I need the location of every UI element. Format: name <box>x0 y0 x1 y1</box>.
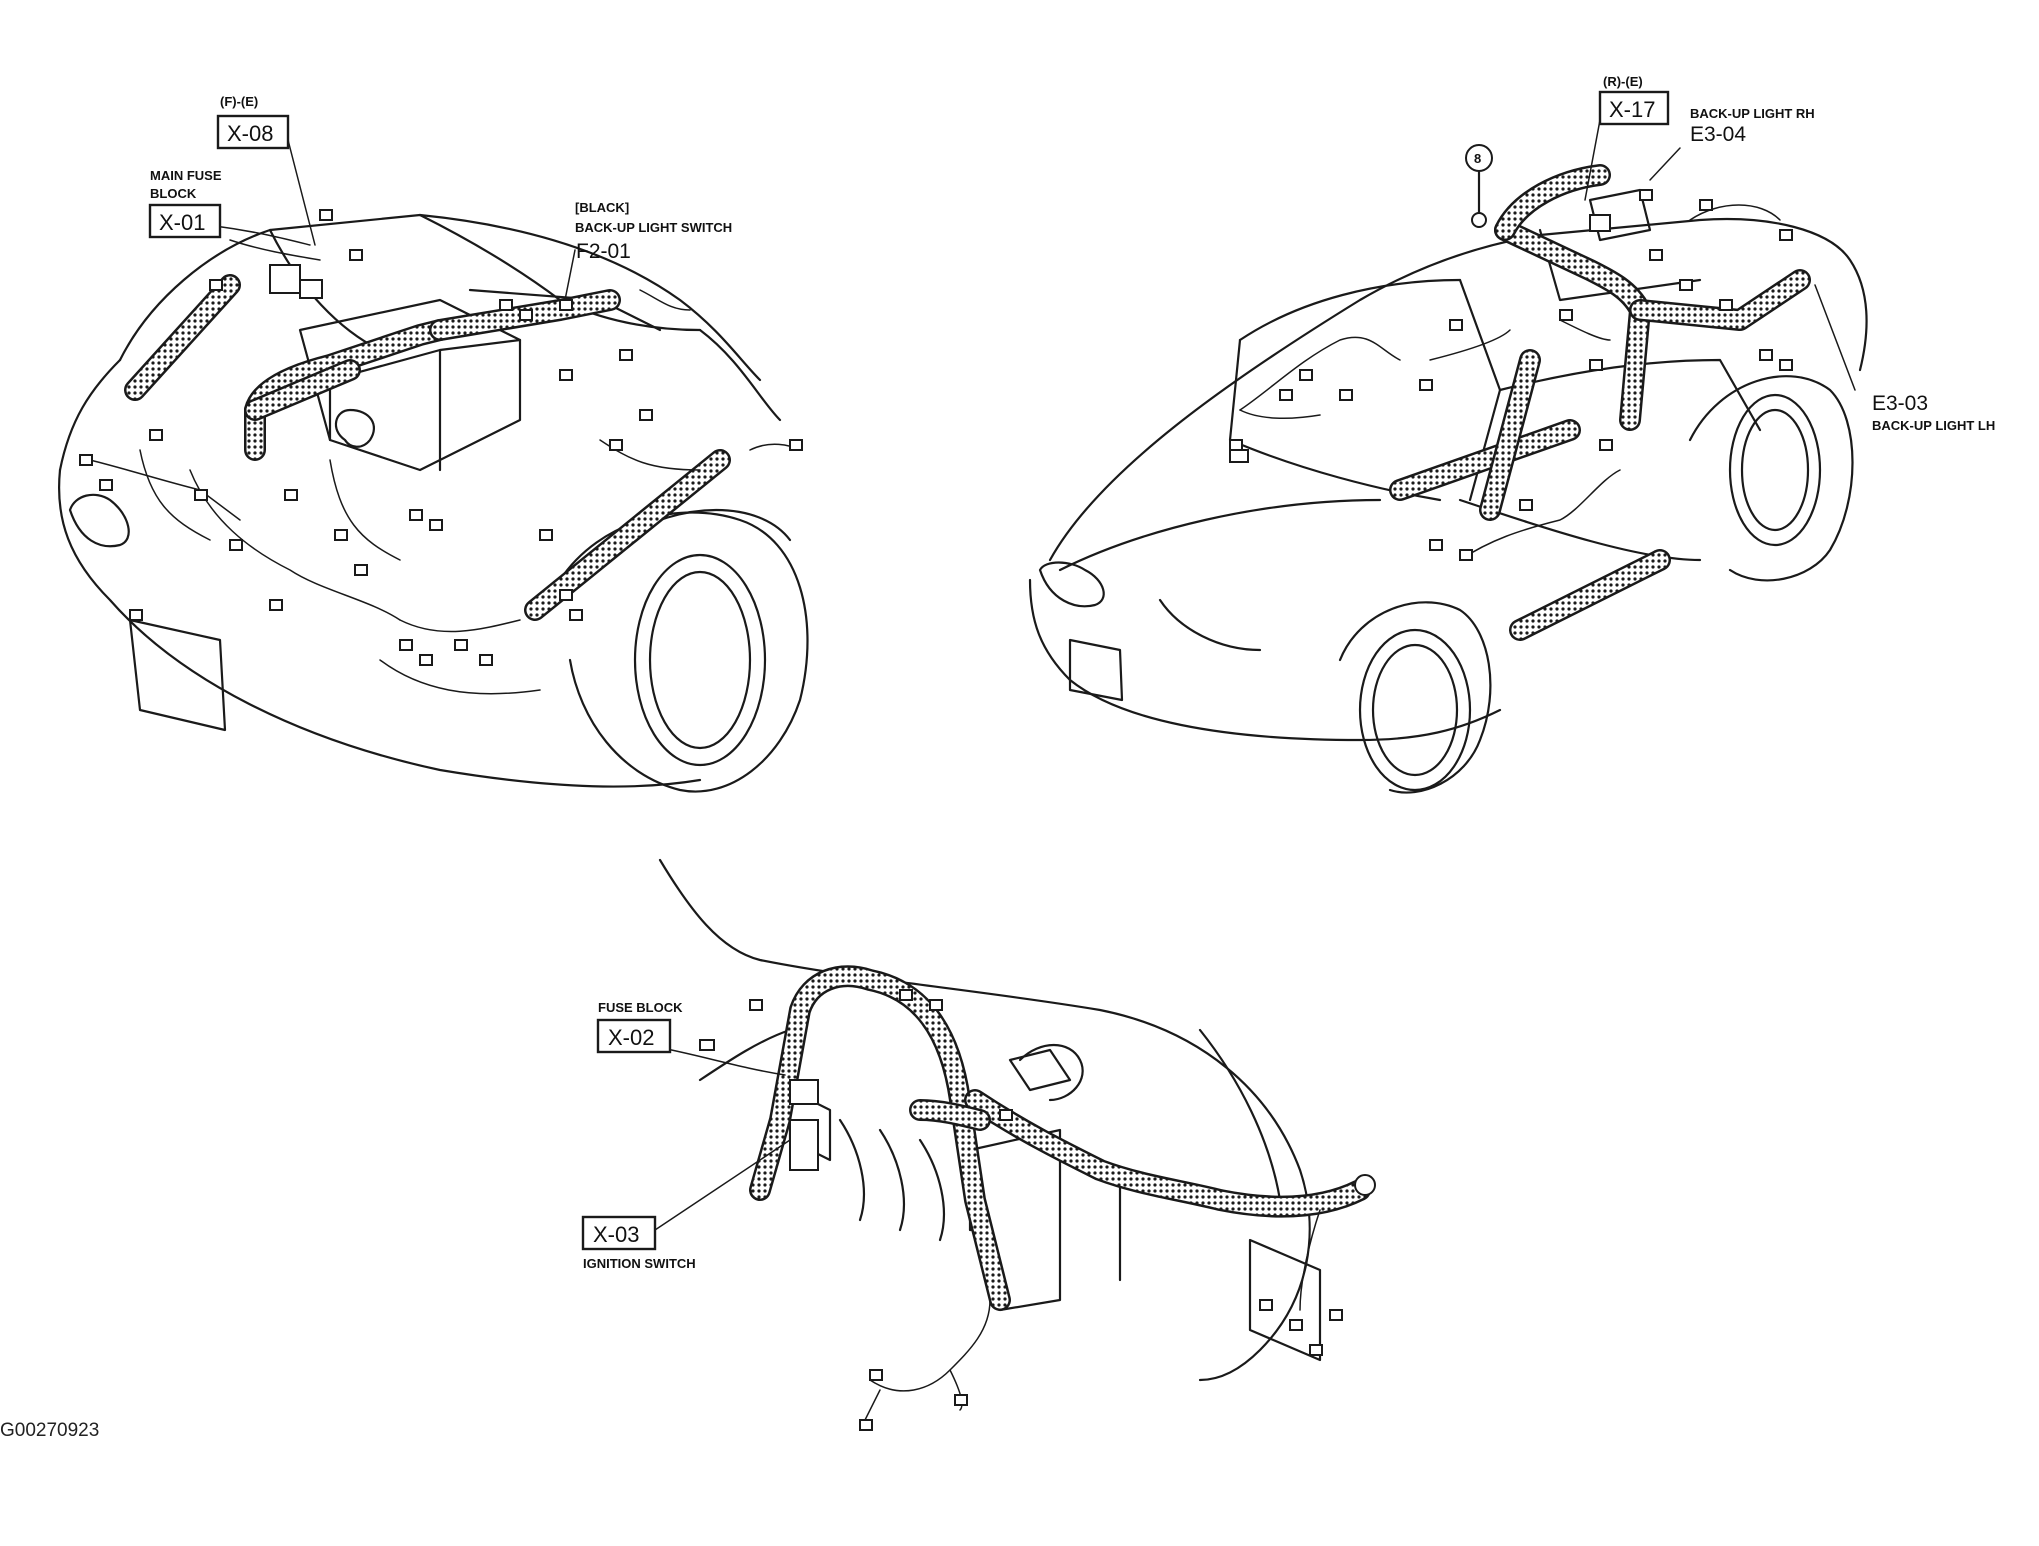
main-fuse-block-label-line1: MAIN FUSE <box>150 168 222 183</box>
x08-subtitle: (F)-(E) <box>220 94 258 109</box>
backup-light-switch-callout: [BLACK] BACK-UP LIGHT SWITCH F2-01 <box>575 200 732 263</box>
ground-number: 8 <box>1474 151 1481 166</box>
x01-code: X-01 <box>159 210 205 235</box>
backup-light-rh-name: BACK-UP LIGHT RH <box>1690 106 1815 121</box>
x03-code: X-03 <box>593 1222 639 1247</box>
main-fuse-block-label-line2: BLOCK <box>150 186 197 201</box>
ground-point-8: 8 <box>1465 144 1493 172</box>
backup-light-lh-name: BACK-UP LIGHT LH <box>1872 418 1995 433</box>
x02-code: X-02 <box>608 1025 654 1050</box>
x01-callout: MAIN FUSE BLOCK X-01 <box>148 168 222 239</box>
x02-callout: FUSE BLOCK X-02 <box>596 1000 683 1054</box>
black-tag: [BLACK] <box>575 200 629 215</box>
x17-code: X-17 <box>1609 97 1655 122</box>
backup-light-lh-callout: E3-03 BACK-UP LIGHT LH <box>1872 392 1995 433</box>
front-engine-view <box>58 139 809 793</box>
x08-callout: (F)-(E) X-08 <box>216 94 290 150</box>
backup-light-rh-code: E3-04 <box>1690 123 1746 146</box>
fuse-block-name: FUSE BLOCK <box>598 1000 683 1015</box>
x17-subtitle: (R)-(E) <box>1603 74 1643 89</box>
dashboard-view <box>651 858 1376 1431</box>
x03-callout: X-03 IGNITION SWITCH <box>581 1215 696 1271</box>
figure-id: G00270923 <box>0 1420 99 1441</box>
backup-light-switch-name: BACK-UP LIGHT SWITCH <box>575 220 732 235</box>
cabin-rear-view <box>1028 119 1868 794</box>
backup-light-switch-code: F2-01 <box>576 240 631 263</box>
backup-light-lh-code: E3-03 <box>1872 392 1928 415</box>
x17-callout: (R)-(E) X-17 <box>1598 74 1670 126</box>
x08-code: X-08 <box>227 121 273 146</box>
backup-light-rh-callout: BACK-UP LIGHT RH E3-04 <box>1690 106 1815 146</box>
ignition-switch-name: IGNITION SWITCH <box>583 1256 696 1271</box>
